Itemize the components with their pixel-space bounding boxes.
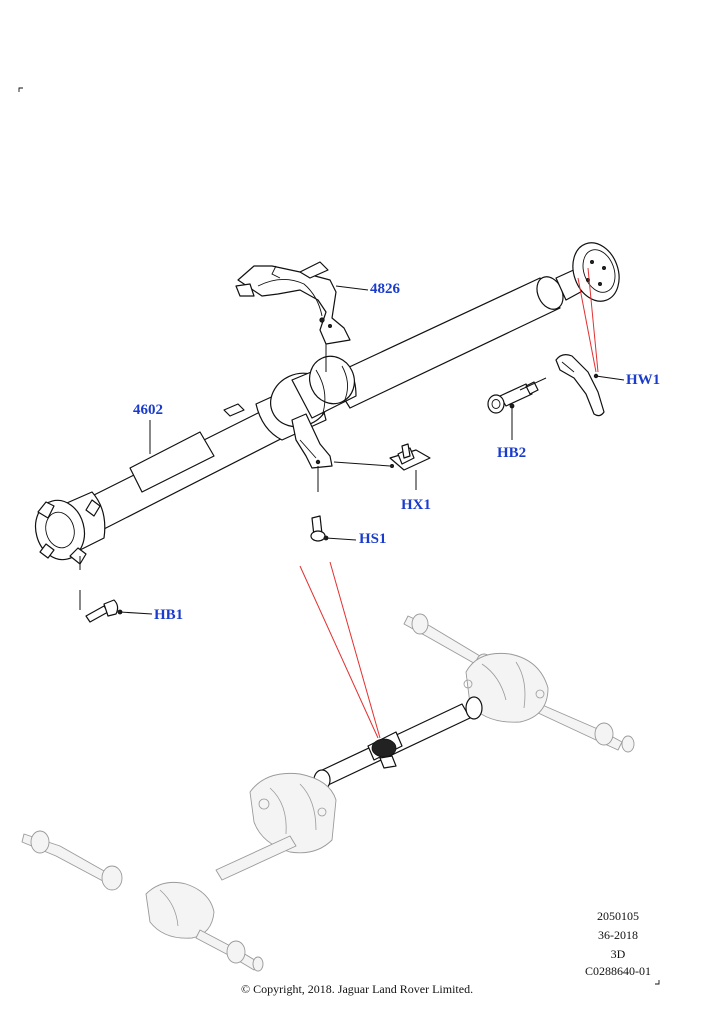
illustration-number: 2050105 <box>597 909 639 923</box>
centre-bearing-support <box>223 403 333 469</box>
bolt-hs1 <box>310 515 329 542</box>
callout-4826[interactable]: 4826 <box>370 281 400 297</box>
callout-hb1[interactable]: HB1 <box>154 607 184 623</box>
callout-hb2[interactable]: HB2 <box>497 445 527 461</box>
illustration-date-code: 36-2018 <box>598 928 638 942</box>
leader-lines <box>79 285 625 615</box>
callout-4602[interactable]: 4602 <box>133 402 163 418</box>
illustration-reference: C0288640-01 <box>585 964 651 978</box>
corner-mark-top-left <box>18 87 23 92</box>
propeller-shaft <box>34 242 620 565</box>
washer-hw1 <box>555 354 605 417</box>
copyright-notice: © Copyright, 2018. Jaguar Land Rover Lim… <box>241 982 474 996</box>
bolt-hb1 <box>85 599 123 623</box>
corner-mark-bottom-right <box>655 980 660 985</box>
red-reference-lines <box>299 267 599 739</box>
driveline-overview <box>21 613 635 972</box>
callout-hs1[interactable]: HS1 <box>359 531 387 547</box>
callout-hw1[interactable]: HW1 <box>626 372 661 388</box>
heat-shield-bracket-4826 <box>235 261 351 345</box>
illustration-view-type: 3D <box>610 947 626 961</box>
clip-nut-hx1 <box>389 443 431 471</box>
bolt-hb2 <box>487 381 539 414</box>
callout-hx1[interactable]: HX1 <box>401 497 431 513</box>
